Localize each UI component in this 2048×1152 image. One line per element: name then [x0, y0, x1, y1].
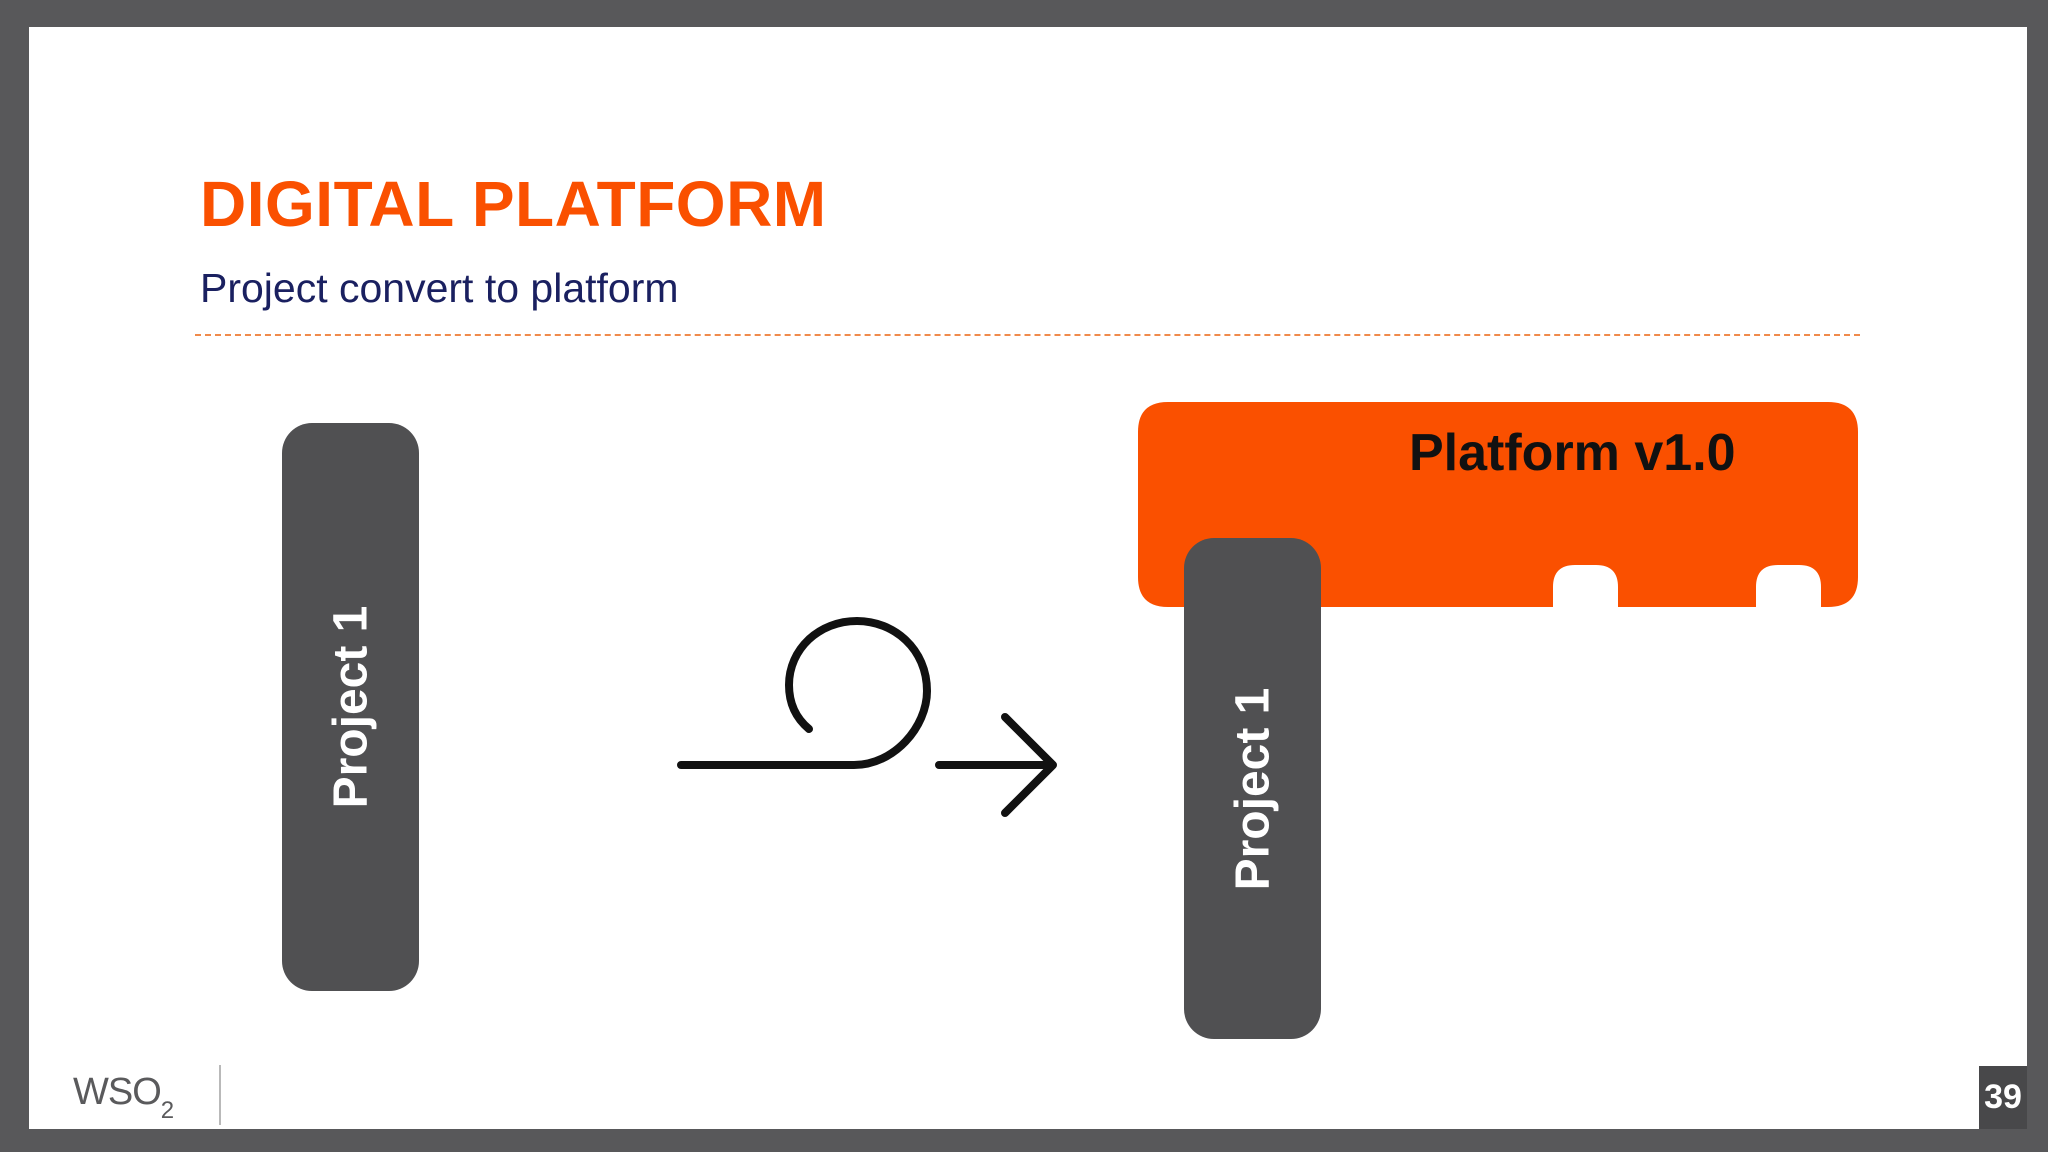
- project-pillar-left-label: Project 1: [324, 605, 377, 809]
- dashed-divider: [195, 334, 1860, 336]
- platform-label: Platform v1.0: [1409, 424, 1736, 482]
- loop-arrow-icon: [677, 617, 1057, 817]
- project-pillar-right: Project 1: [1184, 538, 1321, 1039]
- wso2-logo: WSO2: [73, 1071, 174, 1125]
- slide-title: DIGITAL PLATFORM: [200, 168, 827, 240]
- slide-subtitle: Project convert to platform: [200, 265, 679, 311]
- project-pillar-left: Project 1: [282, 423, 419, 991]
- project-pillar-right-label: Project 1: [1226, 687, 1279, 890]
- logo-text: WSO: [73, 1071, 162, 1113]
- logo-subscript: 2: [160, 1097, 174, 1124]
- page-number: 39: [1979, 1066, 2027, 1129]
- logo-divider: [219, 1065, 221, 1125]
- slide: DIGITAL PLATFORM Project convert to plat…: [29, 27, 2027, 1129]
